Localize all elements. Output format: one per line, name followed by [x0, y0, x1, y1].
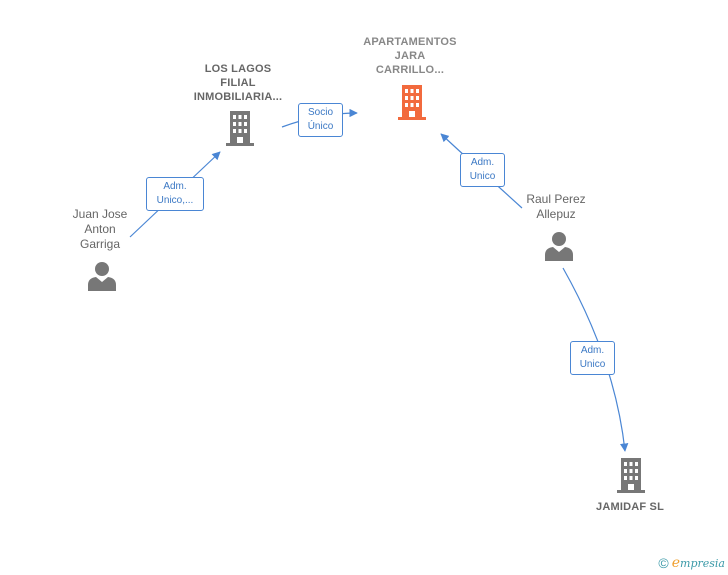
edge-label-socio-unico[interactable]: Socio Único: [298, 103, 343, 137]
copyright-icon: ©: [658, 555, 669, 571]
person-icon[interactable]: [87, 261, 117, 291]
edge-label-adm-unico-juan[interactable]: Adm. Unico,...: [146, 177, 204, 211]
edge-label-adm-unico-raul-jamidaf[interactable]: Adm. Unico: [570, 341, 615, 375]
edge-label-adm-unico-raul-apartamentos[interactable]: Adm. Unico: [460, 153, 505, 187]
building-icon[interactable]: [615, 458, 647, 494]
building-icon[interactable]: [396, 85, 428, 121]
footer-brand: © empresia: [658, 555, 725, 571]
company-apartamentos-label[interactable]: APARTAMENTOS JARA CARRILLO...: [363, 36, 457, 76]
empresia-logo[interactable]: empresia: [671, 555, 725, 571]
person-raul-label[interactable]: Raul Perez Allepuz: [526, 192, 586, 221]
person-juanjose-label[interactable]: Juan Jose Anton Garriga: [72, 207, 128, 251]
person-icon[interactable]: [544, 231, 574, 261]
building-icon[interactable]: [224, 111, 256, 147]
company-loslagos-label[interactable]: LOS LAGOS FILIAL INMOBILIARIA...: [193, 63, 283, 103]
company-jamidaf-label[interactable]: JAMIDAF SL: [596, 501, 664, 513]
